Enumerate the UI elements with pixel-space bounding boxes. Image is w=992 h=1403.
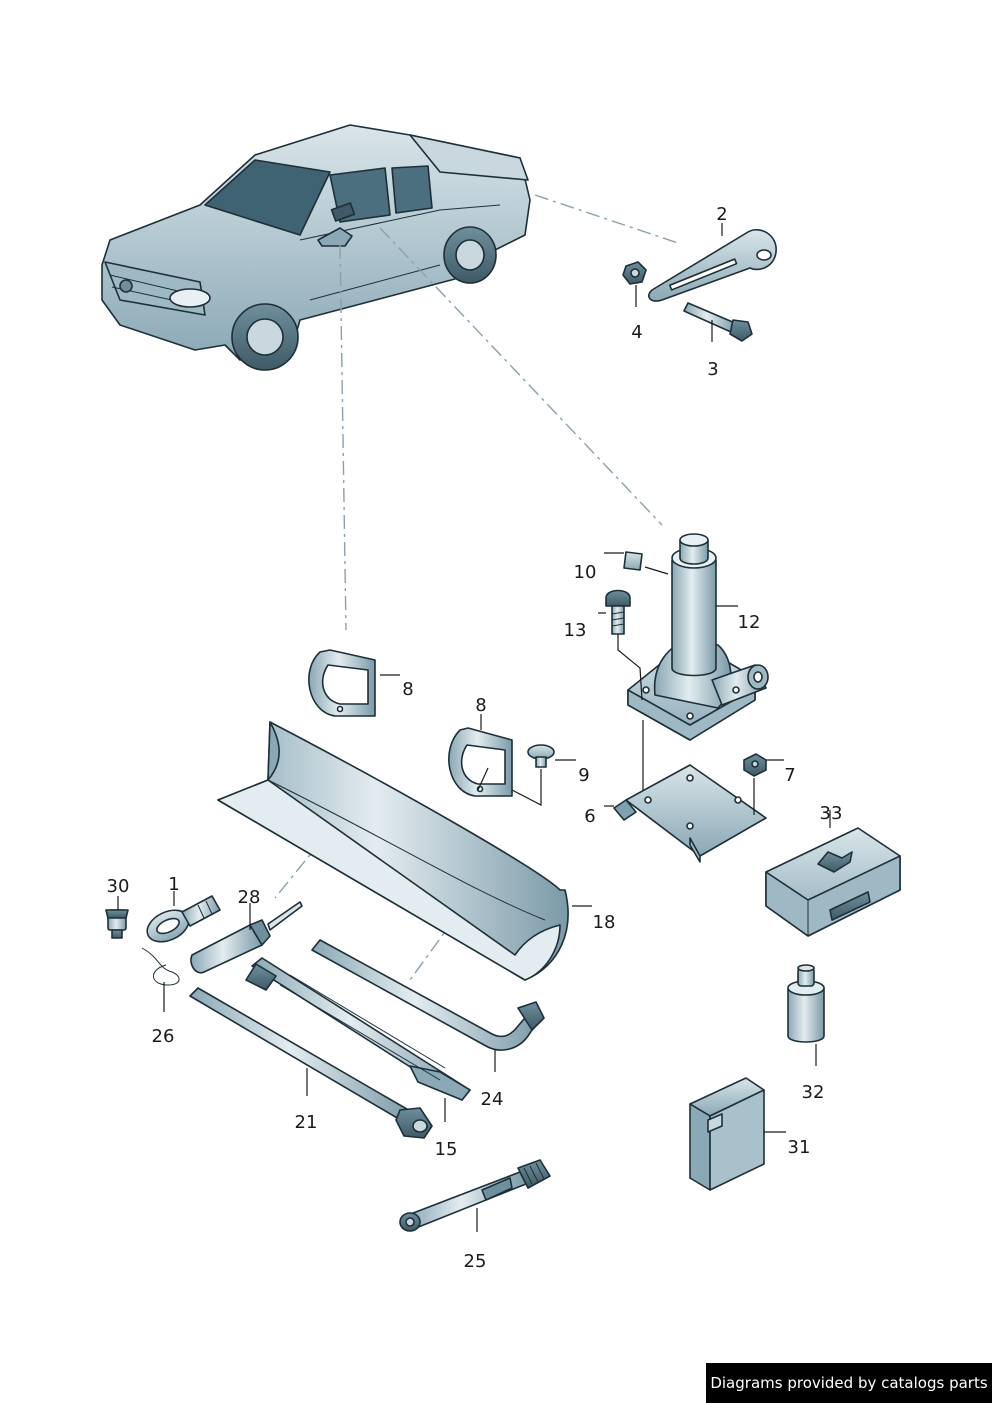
footer-credit-badge: Diagrams provided by catalogs parts: [706, 1363, 992, 1403]
callout-31: 31: [788, 1137, 811, 1158]
box-part-31: [689, 1077, 765, 1191]
pickup-truck-illustration: [101, 124, 531, 371]
callout-1: 1: [168, 874, 179, 895]
callout-13: 13: [564, 620, 587, 641]
callout-10: 10: [574, 562, 597, 583]
nut-part-4: [622, 261, 647, 285]
screwdriver-part-28: [190, 901, 303, 974]
callout-18: 18: [593, 912, 616, 933]
sleeve-part-30: [105, 909, 129, 939]
callout-30: 30: [107, 876, 130, 897]
bracket-part-2: [648, 228, 777, 302]
jack-part-12: [627, 533, 769, 741]
jack-handle-part-15: [245, 957, 471, 1101]
callout-25: 25: [464, 1251, 487, 1272]
callout-21: 21: [295, 1112, 318, 1133]
leader-lines: [117, 223, 831, 1232]
bottle-part-32: [787, 964, 825, 1043]
callout-8-upper: 8: [402, 679, 413, 700]
tool-case-part-33: [765, 827, 901, 937]
bolt-part-3: [683, 302, 753, 342]
callout-28: 28: [238, 887, 261, 908]
bolt-part-13: [605, 589, 643, 701]
callout-24: 24: [481, 1089, 504, 1110]
callout-4: 4: [631, 322, 642, 343]
callout-2: 2: [716, 204, 727, 225]
nut-part-7: [743, 753, 767, 815]
base-plate-part-6: [613, 720, 767, 863]
callout-6: 6: [584, 806, 595, 827]
label-part-10: [623, 551, 669, 575]
towing-eye-part-1: [146, 895, 221, 943]
callout-26: 26: [152, 1026, 175, 1047]
callout-3: 3: [707, 359, 718, 380]
callout-15: 15: [435, 1139, 458, 1160]
tow-hook-adapter-part-25: [399, 1159, 551, 1232]
callout-8-lower: 8: [475, 695, 486, 716]
strap-part-8-lower: [448, 727, 513, 797]
callout-33: 33: [820, 803, 843, 824]
extension-bar-part-21: [189, 987, 433, 1139]
callout-12: 12: [738, 612, 761, 633]
footer-credit-text: Diagrams provided by catalogs parts: [710, 1374, 988, 1392]
wheel-brace-part-24: [311, 939, 545, 1051]
spring-clip-part-26: [141, 947, 180, 986]
strap-part-8-upper: [308, 649, 376, 717]
callout-7: 7: [784, 765, 795, 786]
callout-labels: 2 4 3 10 12 13 8 8 9 7 6 33 30 1 28 18 2…: [107, 204, 843, 1272]
tool-tray-part-18: [217, 721, 569, 981]
clip-part-9: [477, 744, 555, 806]
callout-32: 32: [802, 1082, 825, 1103]
callout-9: 9: [578, 765, 589, 786]
